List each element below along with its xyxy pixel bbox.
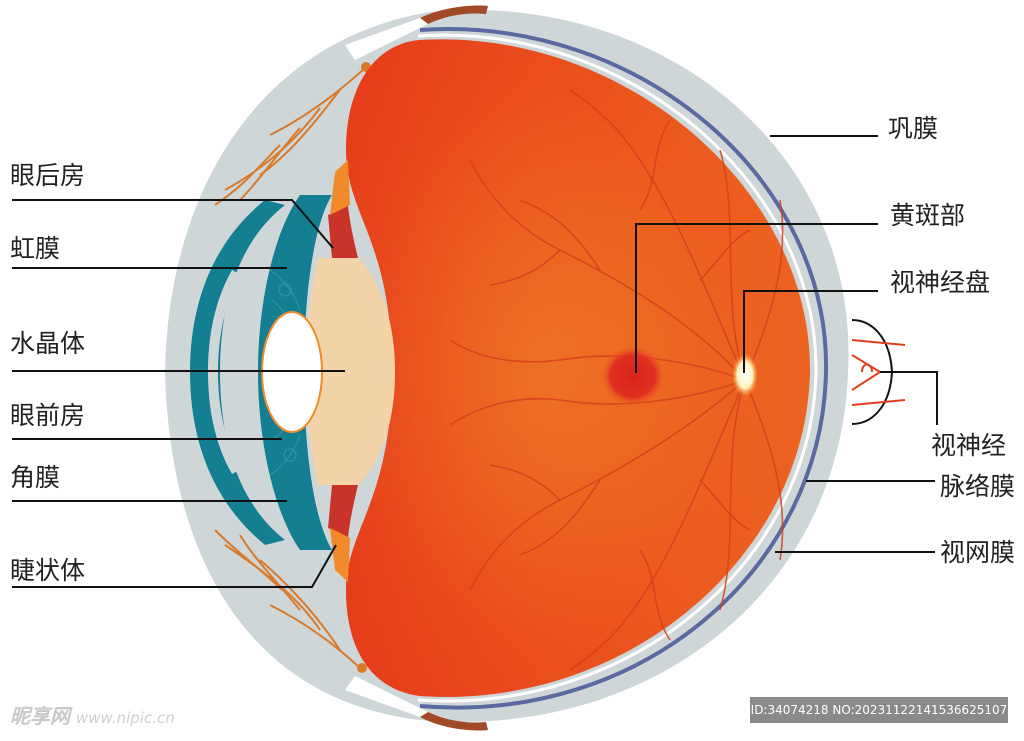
leader-optic-nerve xyxy=(880,371,938,425)
watermark-site-name: 昵享网 xyxy=(10,704,70,728)
label-macula: 黄斑部 xyxy=(890,201,966,230)
optic-disc-spot xyxy=(732,353,758,397)
lens xyxy=(306,258,395,485)
watermark-site: 昵享网 www.nipic.cn xyxy=(10,700,175,729)
retina-edge xyxy=(417,33,818,703)
leader-ciliary-body xyxy=(12,544,337,588)
label-sclera: 巩膜 xyxy=(888,114,939,143)
label-posterior-chamber: 眼后房 xyxy=(10,161,86,190)
label-retina: 视网膜 xyxy=(940,538,1016,567)
label-choroid: 脉络膜 xyxy=(940,472,1016,501)
leader-lines xyxy=(12,135,938,588)
watermark-id-badge: ID:34074218 NO:20231122141536625107 xyxy=(750,697,1008,723)
macula-spot xyxy=(601,346,665,406)
label-anterior-chamber: 眼前房 xyxy=(10,401,86,430)
choroid-layer xyxy=(419,27,829,710)
label-ciliary-body: 睫状体 xyxy=(10,556,86,585)
label-cornea: 角膜 xyxy=(10,463,61,492)
ciliary-body-bottom xyxy=(328,485,358,538)
label-lens: 水晶体 xyxy=(10,329,86,358)
label-optic-disc: 视神经盘 xyxy=(890,268,991,297)
watermark-url: www.nipic.cn xyxy=(76,709,175,727)
leader-posterior-chamber xyxy=(12,199,334,249)
label-iris: 虹膜 xyxy=(10,234,61,263)
leader-optic-disc xyxy=(743,290,878,373)
label-optic-nerve: 视神经 xyxy=(931,431,1007,460)
ciliary-vessels-top xyxy=(214,67,366,206)
cornea xyxy=(190,200,285,545)
ciliary-body-top xyxy=(328,205,358,258)
leader-macula xyxy=(635,223,878,373)
